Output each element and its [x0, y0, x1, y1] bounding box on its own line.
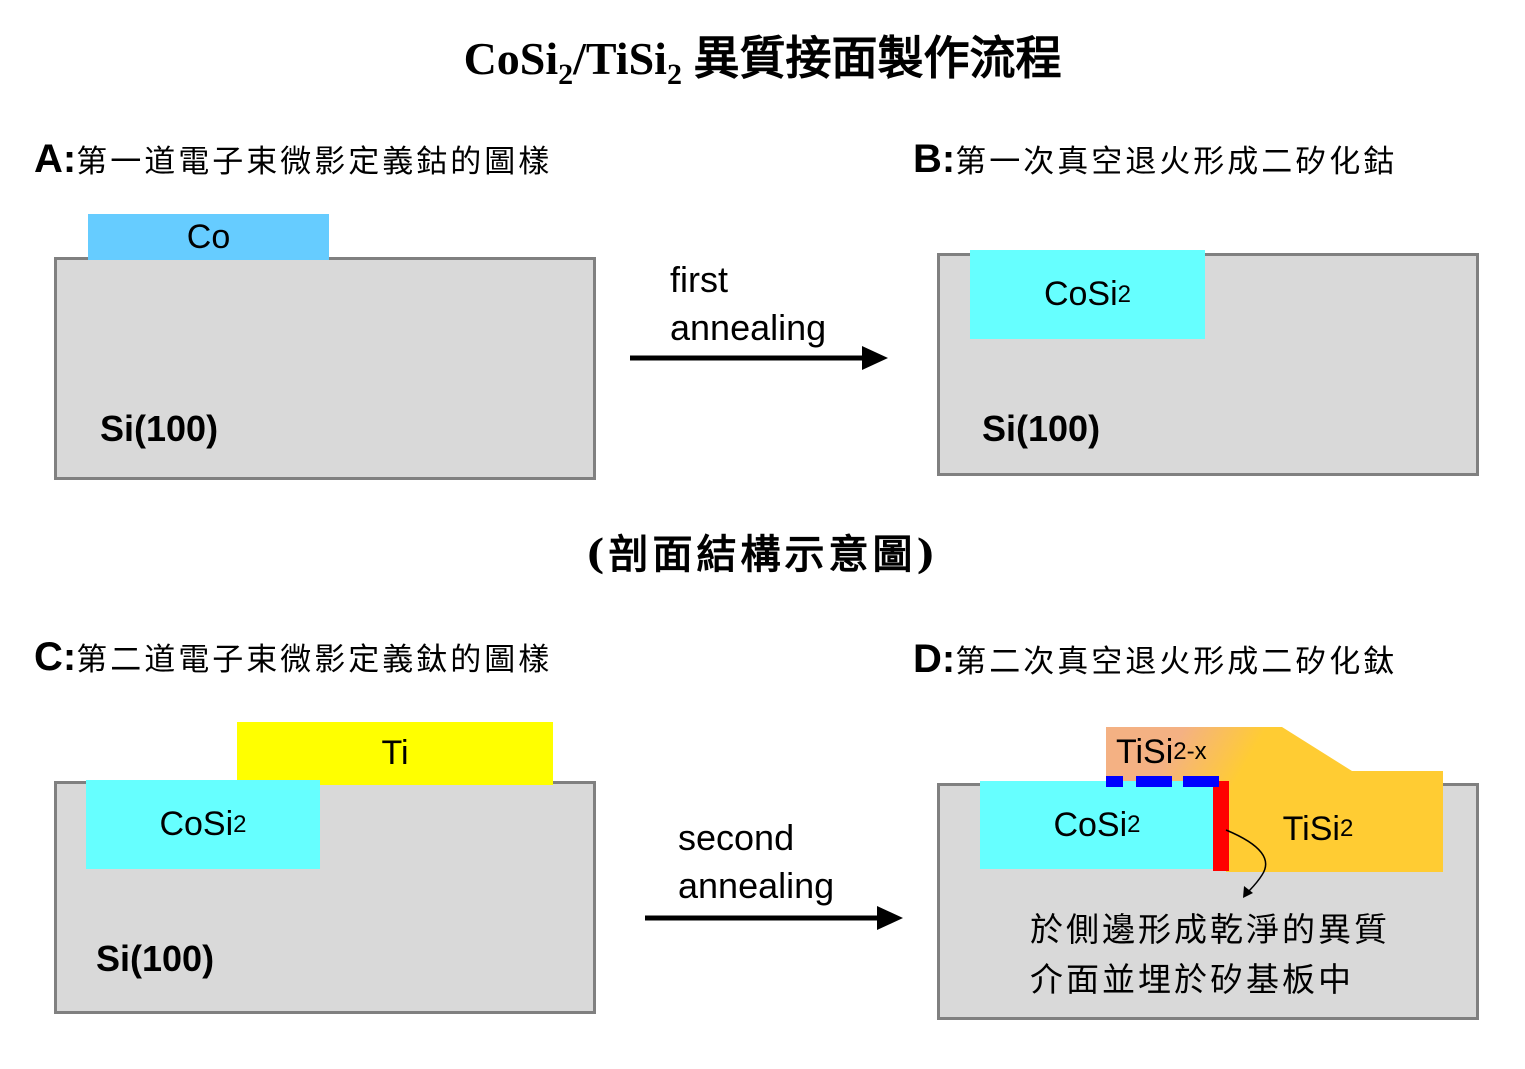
dashed-interface-segment — [1106, 776, 1123, 787]
step-c-heading: C:第二道電子束微影定義鈦的圖樣 — [34, 634, 552, 680]
main-title: CoSi2/TiSi2 異質接面製作流程 — [0, 22, 1525, 92]
title-subscript: 2 — [666, 58, 682, 91]
step-d-heading: D:第二次真空退火形成二矽化鈦 — [913, 636, 1397, 682]
step-b-heading: B:第一次真空退火形成二矽化鈷 — [913, 136, 1397, 182]
layer-label: CoSi — [1053, 805, 1128, 844]
annotation-line: 於側邊形成乾淨的異質 — [1030, 910, 1390, 949]
title-chinese: 異質接面製作流程 — [681, 33, 1062, 84]
clean-interface-bar — [1213, 781, 1229, 871]
dashed-interface-segment — [1183, 776, 1219, 787]
step-letter: D: — [913, 637, 956, 681]
step-description: 第一道電子束微影定義鈷的圖樣 — [76, 144, 553, 180]
layer-subscript: 2 — [1117, 280, 1132, 308]
tisi2-layer — [1106, 727, 1443, 872]
arrow-label-line: annealing — [678, 865, 835, 906]
panel-c-substrate-label: Si(100) — [96, 938, 215, 979]
layer-label: Co — [186, 217, 231, 256]
panel-a-substrate — [54, 257, 596, 480]
step-description: 第二次真空退火形成二矽化鈦 — [955, 644, 1398, 680]
panel-a-co-layer: Co — [88, 214, 329, 260]
annotation-pointer-head — [1243, 886, 1253, 898]
step-letter: A: — [34, 137, 77, 181]
layer-subscript: 2-x — [1173, 738, 1207, 765]
panel-b-substrate-label: Si(100) — [982, 408, 1101, 449]
arrow-label-line: annealing — [670, 307, 827, 348]
arrow-label-line: first — [670, 259, 728, 300]
layer-label: CoSi — [159, 805, 234, 843]
layer-subscript: 2 — [233, 810, 247, 838]
annotation-line: 介面並埋於矽基板中 — [1030, 960, 1354, 999]
step-letter: C: — [34, 635, 77, 679]
panel-a-substrate-label: Si(100) — [100, 408, 219, 449]
annotation-pointer — [1225, 829, 1267, 894]
layer-subscript: 2 — [1339, 815, 1354, 842]
title-subscript: 2 — [558, 58, 574, 91]
title-cosi: CoSi — [463, 33, 559, 84]
step-a-heading: A:第一道電子束微影定義鈷的圖樣 — [34, 136, 552, 182]
dashed-interface-segment — [1136, 776, 1172, 787]
panel-c-ti-layer: Ti — [237, 722, 553, 785]
arrow-label-line: second — [678, 817, 795, 858]
step-description: 第一次真空退火形成二矽化鈷 — [955, 144, 1398, 180]
panel-d-annotation: 於側邊形成乾淨的異質 介面並埋於矽基板中 — [1030, 905, 1390, 1005]
layer-label: CoSi — [1043, 275, 1118, 313]
step-description: 第二道電子束微影定義鈦的圖樣 — [76, 642, 553, 678]
layer-subscript: 2 — [1127, 811, 1141, 838]
step-letter: B: — [913, 137, 956, 181]
layer-label: Ti — [381, 734, 409, 772]
cosi2-layer — [980, 781, 1214, 869]
arrow-1-label: first annealing — [670, 256, 826, 352]
title-tisi: /TiSi — [573, 33, 667, 84]
subtitle: (剖面結構示意圖) — [585, 531, 940, 578]
layer-label: TiSi — [1282, 809, 1340, 848]
arrow-2-label: second annealing — [678, 814, 834, 910]
layer-label: TiSi — [1116, 732, 1174, 771]
